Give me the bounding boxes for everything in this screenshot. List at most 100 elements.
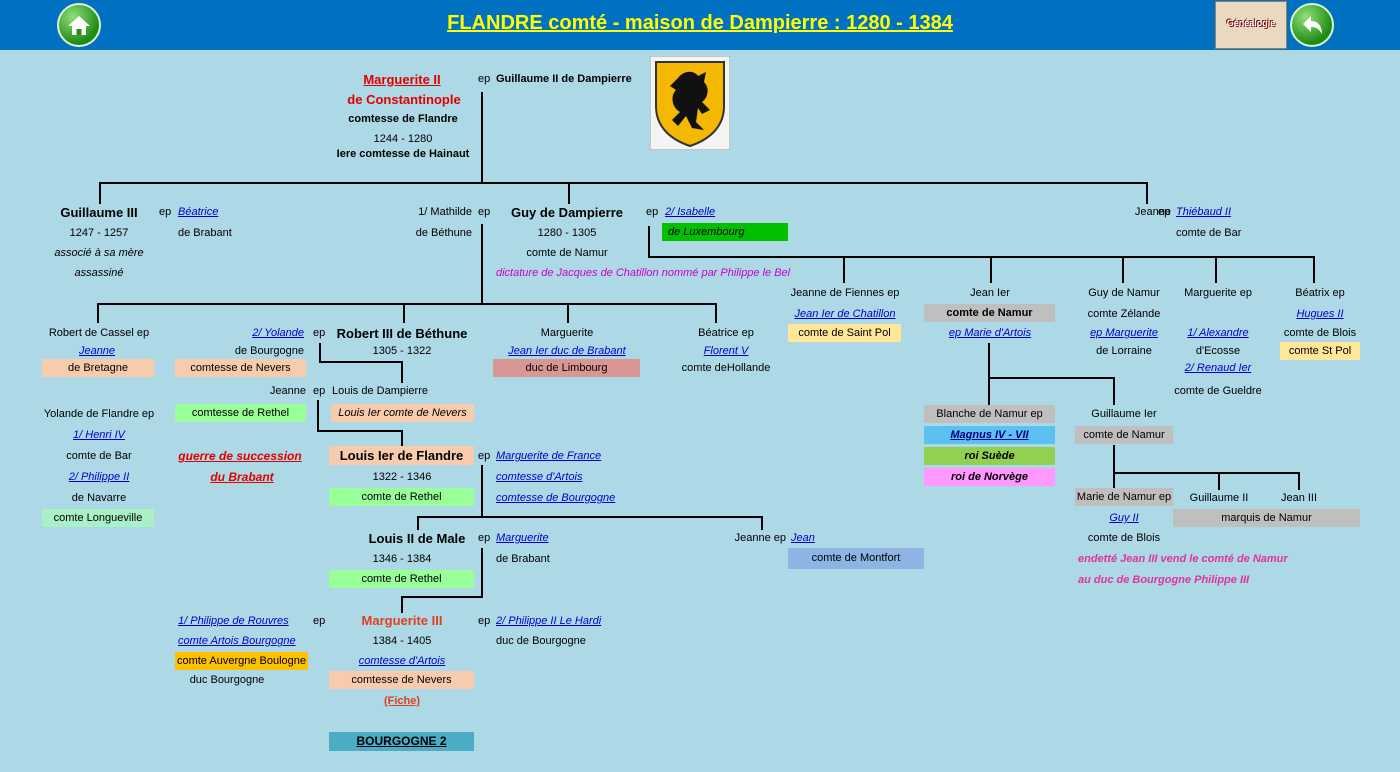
- connector: [97, 303, 717, 305]
- jean-montfort-link[interactable]: Jean: [791, 532, 815, 544]
- guy-namur-name: Guy de Namur: [1088, 287, 1160, 299]
- louis1-ep: ep: [478, 450, 491, 462]
- root-spouse: Guillaume II de Dampierre: [496, 73, 632, 85]
- fiche-link[interactable]: (Fiche): [383, 695, 421, 707]
- connector: [1313, 256, 1315, 283]
- guy2-title: comte de Blois: [1087, 532, 1161, 544]
- marie-namur-name: Marie de Namur ep: [1075, 488, 1173, 506]
- jeanne-bretagne-link[interactable]: Jeanne: [78, 345, 116, 357]
- yolande-flandre-name: Yolande de Flandre ep: [43, 408, 155, 420]
- beatrix-name: Béatrix ep: [1295, 287, 1345, 299]
- yolande-bourgogne-link[interactable]: 2/ Yolande: [252, 327, 304, 339]
- florent5-link[interactable]: Florent V: [703, 345, 749, 357]
- nevers-box-yolande: comtesse de Nevers: [175, 359, 306, 377]
- blanche-namur-name: Blanche de Namur ep: [924, 405, 1055, 423]
- alexandre-link[interactable]: 1/ Alexandre: [1187, 327, 1249, 339]
- guillaume1-name: Guillaume Ier: [1091, 408, 1157, 420]
- connector: [417, 516, 763, 518]
- connector: [1146, 182, 1148, 204]
- thiebaud-link[interactable]: Thiébaud II: [1176, 206, 1232, 218]
- artois-bourgogne-link[interactable]: comte Artois Bourgogne: [178, 635, 296, 647]
- magnus-link[interactable]: Magnus IV - VII: [924, 426, 1055, 444]
- connector: [317, 400, 319, 432]
- philippe-hardi-link[interactable]: 2/ Philippe II Le Hardi: [496, 615, 602, 627]
- root-dates: 1244 - 1280: [373, 133, 433, 145]
- genealogy-label: Généalogie: [1226, 18, 1276, 28]
- connector: [319, 361, 403, 363]
- page-title: FLANDRE comté - maison de Dampierre : 12…: [447, 12, 953, 34]
- louis1-name: Louis Ier de Flandre: [329, 446, 474, 465]
- marquis-namur-box: marquis de Namur: [1173, 509, 1360, 527]
- header-bar: FLANDRE comté - maison de Dampierre : 12…: [0, 0, 1400, 50]
- robert3-name: Robert III de Béthune: [336, 326, 468, 341]
- louis1-rethel-box: comte de Rethel: [329, 488, 474, 506]
- marguerite3-ep1: ep: [313, 615, 326, 627]
- marguerite3-dates: 1384 - 1405: [372, 635, 432, 647]
- connector: [1215, 256, 1217, 283]
- root-name[interactable]: Marguerite II: [363, 72, 441, 87]
- henri4-link[interactable]: 1/ Henri IV: [73, 429, 125, 441]
- marguerite-brabant-link[interactable]: Marguerite: [496, 532, 549, 544]
- coat-of-arms: [649, 55, 731, 151]
- navarre-line: de Navarre: [71, 492, 127, 504]
- root-ep: ep: [478, 73, 491, 85]
- connector: [403, 303, 405, 323]
- war-note-line1[interactable]: guerre de succession: [178, 449, 302, 463]
- robert3-ep: ep: [313, 327, 326, 339]
- thiebaud-title: comte de Bar: [1176, 227, 1242, 239]
- war-note-line2[interactable]: du Brabant: [210, 470, 274, 484]
- philippe2-navarre-link[interactable]: 2/ Philippe II: [68, 471, 130, 483]
- jeanne-rethel-name: Jeanne: [269, 385, 306, 397]
- connector: [1298, 472, 1300, 490]
- marguerite-france-link[interactable]: Marguerite de France: [496, 450, 602, 462]
- isabelle-link[interactable]: 2/ Isabelle: [665, 206, 716, 218]
- marguerite3-name: Marguerite III: [361, 613, 443, 628]
- montfort-box: comte de Montfort: [788, 548, 924, 569]
- mathilde-ep: ep: [478, 206, 491, 218]
- marguerite-lorraine-link[interactable]: ep Marguerite: [1090, 327, 1158, 339]
- louis1-dates: 1322 - 1346: [372, 471, 432, 483]
- hugues-link[interactable]: Hugues II: [1296, 308, 1344, 320]
- guillaume3-note1: associé à sa mère: [54, 247, 144, 259]
- bourgogne2-nav-button[interactable]: BOURGOGNE 2: [329, 732, 474, 751]
- marguerite3-artois-link[interactable]: comtesse d'Artois: [358, 655, 446, 667]
- guillaume3-spouse-link[interactable]: Béatrice: [178, 206, 219, 218]
- renaud-link[interactable]: 2/ Renaud Ier: [1184, 362, 1252, 374]
- philippe-rouvres-link[interactable]: 1/ Philippe de Rouvres: [178, 615, 289, 627]
- connector: [648, 226, 650, 258]
- roi-norvege-box: roi de Norvège: [924, 468, 1055, 486]
- marguerite-brabant-line: de Brabant: [496, 553, 550, 565]
- connector: [843, 256, 845, 283]
- connector: [481, 92, 483, 184]
- connector: [401, 361, 403, 383]
- jean-chatillon-link[interactable]: Jean Ier de Chatillon: [794, 308, 896, 320]
- connector: [481, 548, 483, 598]
- guillaume2-name: Guillaume II: [1189, 492, 1249, 504]
- connector: [481, 465, 483, 518]
- jean1-brabant-link[interactable]: Jean Ier duc de Brabant: [508, 345, 626, 357]
- auvergne-boulogne-box: comte Auvergne Boulogne: [175, 652, 308, 670]
- comtesse-bourgogne-link[interactable]: comtesse de Bourgogne: [496, 492, 616, 504]
- guy-title: comte de Namur: [526, 247, 608, 259]
- connector: [417, 516, 419, 530]
- jeanne-fiennes-name: Jeanne de Fiennes ep: [790, 287, 900, 299]
- guy-namur-title: comte Zélande: [1087, 308, 1161, 320]
- genealogy-button[interactable]: Généalogie: [1215, 1, 1287, 49]
- jean1-box: comte de Namur: [924, 304, 1055, 322]
- duc-bourgogne-line: duc Bourgogne: [189, 674, 265, 686]
- back-button[interactable]: [1290, 3, 1334, 47]
- home-button[interactable]: [57, 3, 101, 47]
- robert-cassel-name: Robert de Cassel ep: [48, 327, 150, 339]
- guy2-link[interactable]: Guy II: [1109, 512, 1139, 524]
- comtesse-artois-link[interactable]: comtesse d'Artois: [496, 471, 583, 483]
- connector: [401, 430, 403, 446]
- henri4-title: comte de Bar: [66, 450, 132, 462]
- marguerite-lorraine-line: de Lorraine: [1096, 345, 1152, 357]
- nevers-box-louis: Louis Ier comte de Nevers: [331, 404, 474, 422]
- marguerite3-nevers-box: comtesse de Nevers: [329, 671, 474, 689]
- guillaume3-spouse-line2: de Brabant: [178, 227, 232, 239]
- louis2-rethel-box: comte de Rethel: [329, 570, 474, 588]
- root-hainaut: Iere comtesse de Hainaut: [336, 148, 470, 160]
- jean1-name: Jean Ier: [970, 287, 1010, 299]
- marie-artois-link[interactable]: ep Marie d'Artois: [948, 327, 1032, 339]
